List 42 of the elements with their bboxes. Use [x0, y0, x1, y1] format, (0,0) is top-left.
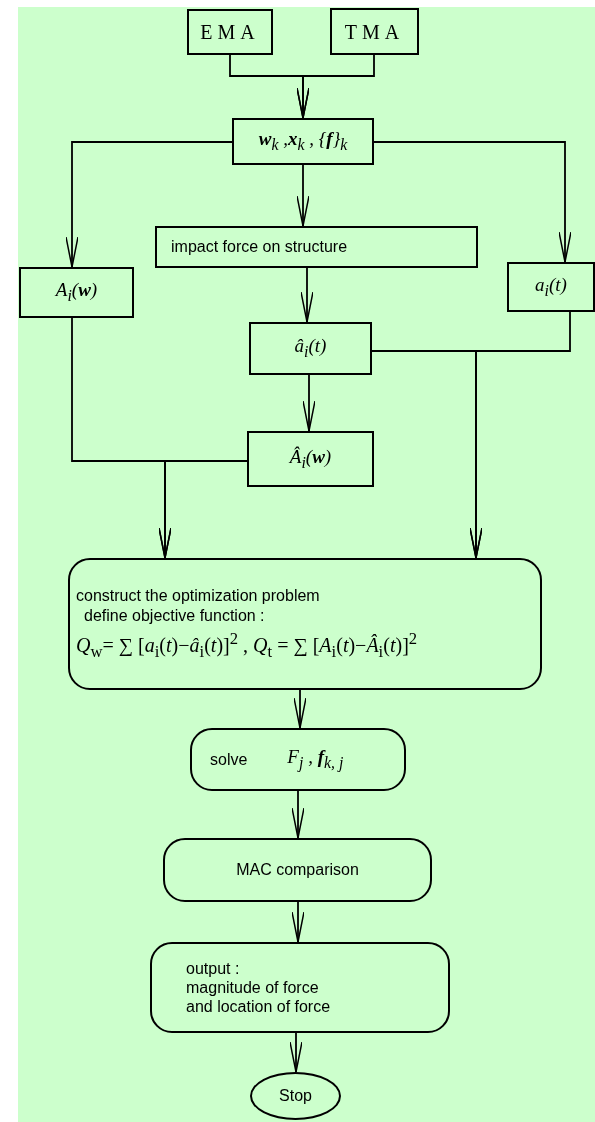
process-box [232, 118, 374, 165]
node-text: output : [186, 958, 240, 978]
arrow [469, 311, 571, 559]
node-text: Stop [279, 1086, 312, 1106]
rounded-process-box [163, 838, 432, 902]
arrow [289, 1032, 303, 1073]
arrow [296, 164, 310, 227]
rounded-process-box [150, 942, 450, 1033]
formula-text: TMA [344, 19, 405, 44]
arrow [300, 267, 314, 323]
node-text: and location of force [186, 997, 331, 1017]
arrow [373, 141, 572, 263]
node-text: define objective function : [83, 605, 265, 625]
process-box [155, 226, 478, 268]
process-box [19, 267, 134, 318]
node-text: MAC comparison [236, 860, 359, 880]
rounded-process-box [68, 558, 542, 690]
node-text: magnitude of force [186, 977, 319, 998]
formula-text: A$_{i}$(w) [55, 279, 98, 306]
node-text: solve [210, 749, 248, 770]
arrow [302, 374, 316, 432]
formula-text: â$_{i}$(t) [294, 335, 327, 362]
formula-text: F$_{j}$ , f$_{k, j}$ [287, 746, 344, 773]
formula-text: a$_{i}$(t) [535, 273, 567, 301]
process-box [507, 262, 595, 312]
arrow [158, 460, 248, 559]
formula-text: w$_{k}$ ,x$_{k}$ , {f}$_{k}$ [258, 128, 348, 155]
formula-text: Â$_{i}$(w) [289, 445, 332, 473]
arrow [65, 141, 233, 268]
arrow [291, 790, 305, 839]
node-text: impact force on structure [171, 237, 348, 257]
process-box [187, 9, 273, 55]
process-box [330, 8, 419, 55]
arrow [296, 54, 375, 119]
node-text: construct the optimization problem [76, 586, 320, 606]
formula-text: Q$_{w}$= ∑ [a$_{i}$(t)−â$_{i}$(t)]$^{2}$ , Q$_{t}$ = ∑ [A$_{i}$(t)−Â$_{i}$(t)]$^{2}$ [76, 628, 418, 662]
rounded-process-box [190, 728, 406, 791]
process-box [247, 431, 374, 487]
formula-text: EMA [200, 20, 260, 44]
arrow [291, 901, 305, 943]
process-box [249, 322, 372, 375]
arrow [293, 689, 307, 729]
